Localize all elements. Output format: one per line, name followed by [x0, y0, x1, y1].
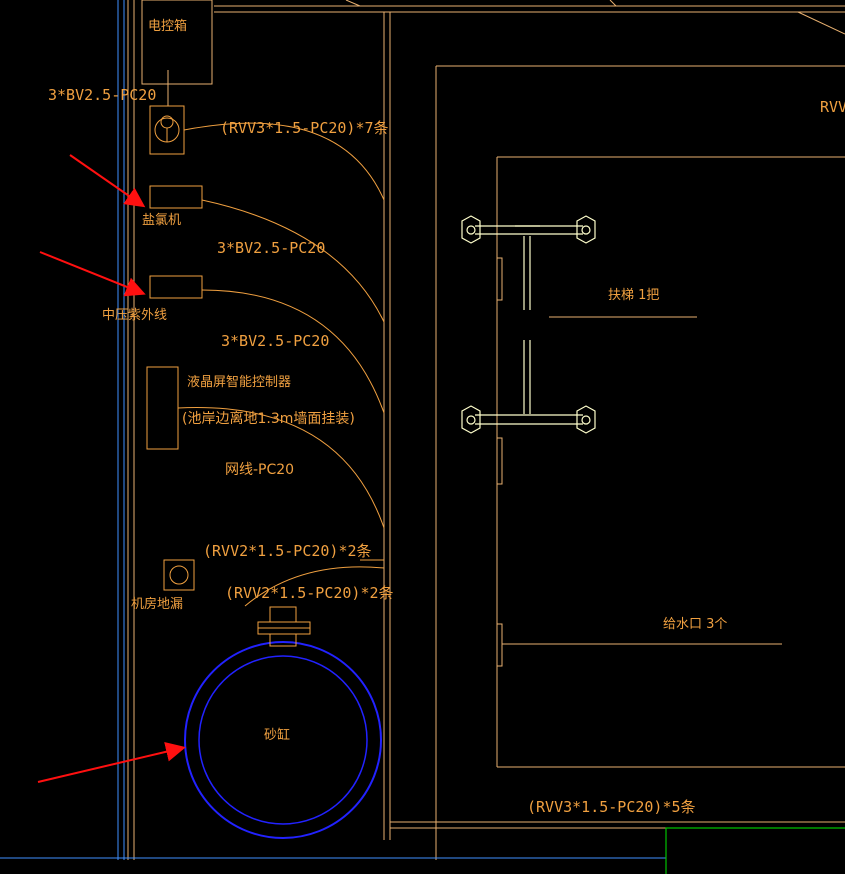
- arrow-uv-lamp: [39, 251, 146, 297]
- label-floor-drain: 机房地漏: [131, 596, 183, 612]
- chlorinator-box: [149, 185, 203, 209]
- blue-edge-lines: [0, 0, 666, 860]
- floor-drain-icon: [163, 559, 195, 591]
- arrow-sand-tank: [37, 741, 186, 783]
- label-wire-top: 3*BV2.5-PC20: [48, 86, 156, 104]
- label-sand-tank: 砂缸: [264, 727, 290, 743]
- label-lcd-controller: 液晶屏智能控制器: [187, 375, 291, 390]
- label-ladder: 扶梯 1把: [608, 288, 659, 303]
- label-rvv-partial: RVV: [820, 98, 845, 116]
- arrow-chlorinator: [69, 154, 146, 208]
- label-control-box: 电控箱: [148, 18, 187, 34]
- red-arrows: [37, 154, 186, 783]
- label-network: 网线-PC20: [225, 462, 294, 478]
- label-chlorinator: 盐氯机: [142, 213, 181, 228]
- uv-lamp-box: [149, 275, 203, 299]
- label-lcd-mount: (池岸边离地1.3m墙面挂装): [182, 410, 355, 427]
- sand-tank: [184, 606, 382, 839]
- wire-curves: [177, 122, 385, 607]
- label-water-inlet: 给水口 3个: [663, 617, 727, 632]
- transformer-icon: [149, 105, 185, 155]
- wall-lines: [127, 0, 845, 860]
- ladder-fixture: [461, 215, 596, 434]
- label-wire-mid1: 3*BV2.5-PC20: [217, 239, 325, 257]
- green-frame: [665, 827, 845, 874]
- lcd-controller-box: [146, 366, 179, 450]
- label-wire-mid2: 3*BV2.5-PC20: [221, 332, 329, 350]
- label-rvv2-b: (RVV2*1.5-PC20)*2条: [225, 584, 394, 602]
- label-rvv3-7: (RVV3*1.5-PC20)*7条: [220, 119, 389, 137]
- label-uv-lamp: 中压紫外线: [102, 308, 167, 323]
- label-rvv3-5: (RVV3*1.5-PC20)*5条: [527, 798, 696, 816]
- control-box: [141, 0, 213, 106]
- label-rvv2-a: (RVV2*1.5-PC20)*2条: [203, 542, 372, 560]
